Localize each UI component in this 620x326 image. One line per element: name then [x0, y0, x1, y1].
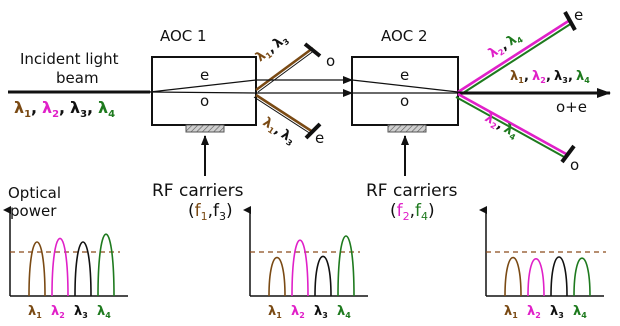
aoc1-top-stop: [303, 42, 322, 58]
aoc2-bottom-comma-1: ,: [494, 117, 506, 132]
aoc2-middle-lambda-3: λ3: [554, 69, 568, 85]
aoc2-out-bottom-magenta: [457, 92, 569, 157]
aoc2-rf-label: RF carriers: [366, 181, 458, 201]
spectrum-peak-1: [28, 241, 46, 297]
aoc2-out-middle-end: o+e: [556, 98, 587, 116]
spectrum-plots: λ1 λ2 λ3 λ4 λ1 λ2 λ3 λ4 λ1 λ2 λ3 λ4: [3, 206, 606, 320]
aoc2-middle-comma-1: ,: [524, 69, 529, 84]
spectrum-peak-label-2: λ2: [291, 304, 305, 320]
spectrum-peak-2: [527, 258, 545, 297]
input-lambda-3: λ3: [70, 98, 87, 120]
spectrum-peak-label-4: λ4: [97, 304, 111, 320]
aoc2-top-stop: [563, 11, 577, 31]
spectrum-peak-4: [573, 257, 591, 297]
input-comma-1: ,: [31, 98, 37, 117]
input-lambda-1: λ1: [14, 98, 31, 120]
spectrum-peak-2: [291, 239, 309, 297]
input-comma-2: ,: [59, 98, 65, 117]
aoc1-ray-o: [149, 91, 257, 94]
spectrum-ylabel-line2: power: [10, 202, 57, 220]
aoc2-ray-e-label: e: [400, 66, 409, 84]
aoc2-middle-comma-3: ,: [568, 69, 573, 84]
spectrum-peak-1: [268, 257, 286, 297]
spectrum-peak-4: [97, 233, 115, 297]
aoc2-out-bottom-green: [455, 96, 567, 159]
spectrum-peak-label-3: λ3: [314, 304, 328, 320]
aoc2-out-bottom-lambdas: λ2,λ4: [482, 110, 517, 142]
aoc2-middle-lambda-4: λ4: [576, 69, 590, 85]
spectrum-peak-label-4: λ4: [337, 304, 351, 320]
input-comma-3: ,: [87, 98, 93, 117]
aoc1-out-bottom-black: [253, 96, 312, 135]
aoc2-out-top-end: e: [574, 6, 583, 24]
spectrum-peak-3: [550, 256, 568, 297]
spectrum-peak-4: [337, 235, 355, 297]
spectrum-plot-2: λ1 λ2 λ3 λ4: [243, 206, 368, 320]
spectrum-plot-1: λ1 λ2 λ3 λ4: [3, 206, 128, 320]
input-lambda-4: λ4: [98, 98, 115, 120]
aoc1-ray-e: [149, 79, 257, 93]
aoc2-ray-o-label: o: [400, 92, 409, 110]
aoc1-freqs-text: (f1,f3): [188, 201, 233, 223]
spectrum-peak-label-2: λ2: [51, 304, 65, 320]
aoc1-bottom-stop: [304, 122, 322, 140]
spectrum-peak-label-3: λ3: [550, 304, 564, 320]
spectrum-peak-1: [504, 257, 522, 297]
aoc2-out-top-green: [459, 22, 573, 96]
spectrum-peak-label-2: λ2: [527, 304, 541, 320]
aoc1-ray-o-label: o: [200, 92, 209, 110]
input-lambda-list: λ1,λ2,λ3,λ4: [14, 98, 115, 120]
aoc2-middle-lambda-1: λ1: [510, 69, 524, 85]
aoc2-top-lambda-2: λ4: [504, 29, 525, 50]
aoc2-rf-freqs: (f2,f4): [390, 201, 435, 223]
aoc1-rf-freqs: (f1,f3): [188, 201, 233, 223]
input-lambda-2: λ2: [42, 98, 59, 120]
aoc2-label: AOC 2: [381, 27, 428, 45]
input-title-line2: beam: [56, 69, 99, 87]
spectrum-peak-label-4: λ4: [573, 304, 587, 320]
aoc1-out-bottom-end: e: [315, 129, 324, 147]
spectrum-peak-label-3: λ3: [74, 304, 88, 320]
aoc1-rf-label: RF carriers: [152, 181, 244, 201]
aoc2-out-bottom-end: o: [570, 156, 579, 174]
aoc1-out-top-brown: [255, 46, 314, 92]
spectrum-peak-3: [314, 255, 332, 297]
aoc1-ray-e-label: e: [200, 66, 209, 84]
aoc2-middle-lambda-2: λ2: [532, 69, 546, 85]
spectrum-plot-3: λ1 λ2 λ3 λ4: [479, 206, 606, 320]
spectrum-peak-2: [51, 237, 69, 297]
input-title-line1: Incident light: [20, 50, 119, 68]
aoc2-out-top-magenta: [457, 18, 571, 94]
aoc2-out-middle-lambdas: λ1,λ2,λ3,λ4: [510, 69, 590, 85]
aoc1-transducer: [185, 124, 225, 133]
aoc1-label: AOC 1: [160, 27, 207, 45]
spectrum-ylabel-line1: Optical: [8, 184, 61, 202]
spectrum-peak-label-1: λ1: [28, 304, 42, 320]
spectrum-peak-3: [74, 241, 92, 297]
aoc1-out-top-lambdas: λ1,λ3: [253, 35, 291, 65]
aoc1-out-top-end: o: [326, 52, 335, 70]
aoc2-ray-e: [351, 79, 459, 93]
aoc2-transducer: [387, 124, 427, 133]
aoc1-out-bottom-brown: [255, 93, 314, 134]
aoc2-bottom-stop: [560, 144, 576, 164]
spectrum-peak-label-1: λ1: [504, 304, 518, 320]
aoc1-out-top-black: [257, 49, 316, 93]
spectrum-peak-label-1: λ1: [268, 304, 282, 320]
aoc2-middle-comma-2: ,: [546, 69, 551, 84]
aoc2-freqs-text: (f2,f4): [390, 201, 435, 223]
